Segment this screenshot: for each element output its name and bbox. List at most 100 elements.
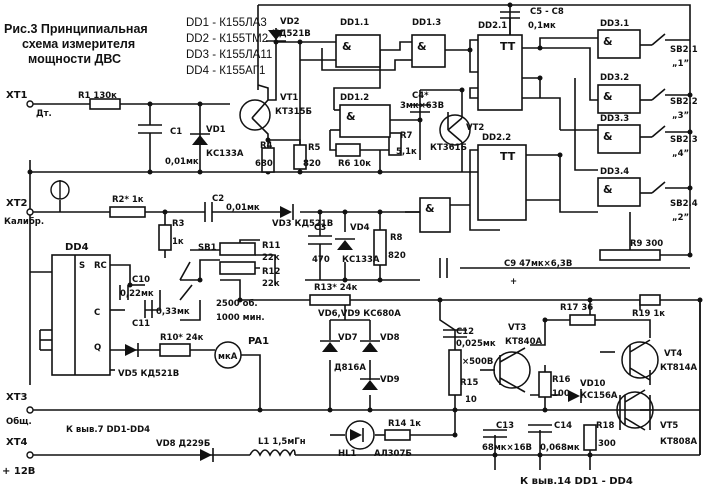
- svg-text:К выв.7 DD1-DD4: К выв.7 DD1-DD4: [66, 425, 150, 435]
- svg-text:SB1: SB1: [198, 243, 217, 253]
- svg-text:VT3: VT3: [508, 323, 526, 333]
- resistor-r8: [373, 229, 387, 266]
- component-labels: R1 130к C1 0,01мк VD1 КС133А VT1 КТ315Б …: [78, 7, 698, 459]
- svg-text:КТ808А: КТ808А: [660, 437, 697, 447]
- svg-text:820: 820: [388, 251, 406, 261]
- svg-text:PA1: PA1: [248, 336, 269, 347]
- svg-text:&: &: [346, 110, 356, 123]
- svg-text:R16: R16: [552, 375, 570, 385]
- terminal-xt2: XT2 Калибр.: [4, 198, 44, 227]
- svg-text:&: &: [603, 183, 613, 196]
- svg-text:R6 10к: R6 10к: [338, 159, 371, 169]
- svg-text:схема измерителя: схема измерителя: [22, 37, 135, 51]
- resistor-r12: [219, 261, 256, 275]
- svg-text:DD2 - К155ТМ2: DD2 - К155ТМ2: [186, 33, 268, 45]
- svg-text:VD9: VD9: [380, 375, 400, 385]
- svg-text:C11: C11: [132, 319, 150, 329]
- svg-text:2500 об.: 2500 об.: [216, 298, 258, 309]
- terminal-xt4: XT4 + 12В: [2, 437, 35, 477]
- svg-text:VT1: VT1: [280, 93, 298, 103]
- svg-text:0,01мк: 0,01мк: [165, 157, 199, 167]
- ic-dd3-2: & DD3.2: [597, 73, 641, 114]
- svg-text:0,025мк: 0,025мк: [456, 339, 496, 349]
- inductor-l1: [249, 449, 296, 457]
- svg-text:300: 300: [598, 439, 616, 449]
- ic-dd1-4: &: [419, 197, 451, 233]
- svg-text:C9 47мк×6,3В: C9 47мк×6,3В: [504, 259, 572, 269]
- svg-text:100: 100: [552, 389, 570, 399]
- svg-text:VD8 Д229Б: VD8 Д229Б: [156, 439, 210, 449]
- svg-text:R2* 1к: R2* 1к: [112, 195, 144, 205]
- svg-text:&: &: [603, 130, 613, 143]
- svg-text:1000 мин.: 1000 мин.: [216, 313, 265, 323]
- resistors: [89, 98, 661, 451]
- switch-sb2-2: [651, 88, 666, 101]
- ic-dd1-3: & DD1.3: [411, 18, 446, 68]
- resistor-r5: [293, 144, 307, 170]
- svg-text:R5: R5: [308, 143, 321, 153]
- resistor-r16: [538, 371, 552, 398]
- resistor-r9: [599, 249, 661, 261]
- resistor-r18: [583, 424, 597, 451]
- svg-text:C2: C2: [212, 194, 224, 204]
- svg-text:R12: R12: [262, 267, 280, 277]
- svg-text:КС133А: КС133А: [206, 149, 244, 159]
- svg-text:КТ315Б: КТ315Б: [275, 107, 312, 117]
- svg-text:68мк×16В: 68мк×16В: [482, 443, 532, 453]
- svg-text:R3: R3: [172, 219, 185, 229]
- svg-text:DD1.2: DD1.2: [340, 93, 369, 103]
- svg-text:C5 - C8: C5 - C8: [530, 7, 564, 17]
- svg-text:0,01мк: 0,01мк: [226, 203, 260, 213]
- svg-text:SB2.1: SB2.1: [670, 45, 698, 55]
- svg-text:C14: C14: [554, 421, 572, 431]
- svg-text:DD2.1: DD2.1: [478, 21, 507, 31]
- svg-text:TT: TT: [500, 150, 516, 163]
- diode-vd8-d229: [200, 448, 214, 462]
- svg-text:RC: RC: [94, 261, 107, 271]
- svg-text:„3”: „3”: [672, 111, 689, 121]
- svg-text:&: &: [603, 35, 613, 48]
- capacitor-c10: [119, 285, 129, 300]
- svg-text:VD10: VD10: [580, 379, 606, 389]
- svg-text:0,22мк: 0,22мк: [120, 289, 154, 299]
- capacitor-c1: [138, 124, 162, 148]
- svg-text:XT3: XT3: [6, 392, 28, 403]
- svg-text:R9 300: R9 300: [630, 239, 663, 249]
- svg-text:R14 1к: R14 1к: [388, 419, 421, 429]
- svg-text:мощности ДВС: мощности ДВС: [28, 52, 121, 66]
- svg-text:HL1: HL1: [338, 449, 357, 459]
- svg-text:„1”: „1”: [672, 59, 689, 69]
- capacitor-c9: [439, 258, 448, 278]
- svg-text:мкА: мкА: [218, 352, 238, 362]
- svg-text:C4*: C4*: [412, 91, 429, 101]
- shield-icon: [50, 180, 70, 200]
- svg-text:Дт.: Дт.: [36, 109, 52, 119]
- resistor-r15: [448, 349, 462, 396]
- capacitor-c14: [528, 424, 552, 433]
- svg-text:TT: TT: [500, 40, 516, 53]
- svg-text:DD3.1: DD3.1: [600, 19, 629, 29]
- resistor-r1: [89, 98, 121, 110]
- svg-text:R1 130к: R1 130к: [78, 91, 117, 101]
- capacitor-c4: [410, 104, 430, 113]
- switch-sb2-4: [651, 181, 666, 194]
- svg-text:0,1мк: 0,1мк: [528, 21, 556, 31]
- svg-text:+: +: [510, 277, 517, 287]
- capacitor-c12: [443, 329, 467, 338]
- svg-text:0,33мк: 0,33мк: [156, 307, 190, 317]
- diode-vd3: [280, 204, 294, 220]
- svg-text:R10* 24к: R10* 24к: [160, 333, 204, 343]
- svg-text:DD3 - К155ЛА11: DD3 - К155ЛА11: [186, 49, 272, 61]
- resistor-r3: [158, 224, 172, 251]
- svg-text:VD2: VD2: [280, 17, 300, 27]
- svg-text:КС133А: КС133А: [342, 255, 380, 265]
- diodes: [125, 30, 582, 462]
- resistor-r17: [569, 314, 596, 326]
- ic-dd2-2: TT DD2.2: [477, 133, 527, 221]
- svg-text:VD6,VD9 КС680А: VD6,VD9 КС680А: [318, 309, 401, 319]
- svg-text:×500В: ×500В: [462, 357, 493, 367]
- svg-text:L1 1,5мГн: L1 1,5мГн: [258, 437, 306, 447]
- svg-text:820: 820: [303, 159, 321, 169]
